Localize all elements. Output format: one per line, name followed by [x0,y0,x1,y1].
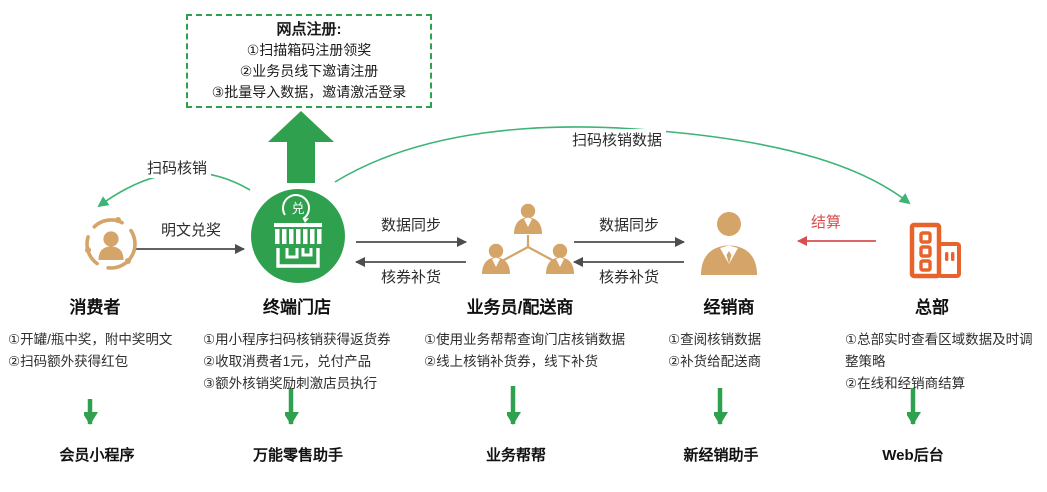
note-line: ①总部实时查看区域数据及时调整策略 [845,332,1033,369]
salesman-notes: ①使用业务帮帮查询门店核销数据 ②线上核销补货券，线下补货 [424,329,664,373]
consumer-icon [85,217,137,270]
store-badge-text: 兑 [291,201,304,216]
data-sync-left-label: 数据同步 [380,217,442,234]
verify-replenish-left-label: 核券补货 [380,269,442,286]
registration-item: ③批量导入数据，邀请激活登录 [211,84,407,100]
note-line: ①使用业务帮帮查询门店核销数据 [424,332,626,347]
note-line: ①用小程序扫码核销获得返货券 [203,332,391,347]
tool-label-member-miniprogram: 会员小程序 [59,447,135,464]
registration-box-title: 网点注册: [276,21,342,38]
scan-verify-data-label: 扫码核销数据 [567,129,667,150]
note-line: ①查阅核销数据 [668,332,762,347]
registration-item: ②业务员线下邀请注册 [239,63,379,79]
tool-label-new-dealer-assistant: 新经销助手 [683,447,759,464]
dealer-notes: ①查阅核销数据 ②补货给配送商 [668,329,828,373]
entity-name-store: 终端门店 [263,298,331,317]
hq-notes: ①总部实时查看区域数据及时调整策略 ②在线和经销商结算 [845,329,1043,395]
sales-team-icon [482,203,574,274]
dealer-icon [701,212,757,275]
tool-label-web-backend: Web后台 [882,447,944,464]
entity-name-consumer: 消费者 [69,298,121,317]
note-line: ①开罐/瓶中奖，附中奖明文 [8,332,173,347]
registration-box: 网点注册: ①扫描箱码注册领奖 ②业务员线下邀请注册 ③批量导入数据，邀请激活登… [186,14,432,108]
note-line: ②收取消费者1元，兑付产品 [203,354,372,369]
tool-label-retail-assistant: 万能零售助手 [252,447,344,464]
consumer-notes: ①开罐/瓶中奖，附中奖明文 ②扫码额外获得红包 [8,329,208,373]
storefront-icon: 兑 [251,189,345,283]
registration-item: ①扫描箱码注册领奖 [246,42,372,58]
scan-verify-label: 扫码核销 [142,157,212,178]
note-line: ②在线和经销商结算 [845,376,966,391]
note-line: ②补货给配送商 [668,354,762,369]
note-line: ②线上核销补货券，线下补货 [424,354,599,369]
entity-name-salesman: 业务员/配送商 [466,298,574,317]
up-arrow [268,111,334,183]
note-line: ③额外核销奖励刺激店员执行 [203,376,378,391]
verify-replenish-right-label: 核券补货 [598,269,660,286]
settle-label: 结算 [810,214,842,231]
plain-redeem-label: 明文兑奖 [160,222,222,239]
headquarters-icon [909,222,961,279]
data-sync-right-label: 数据同步 [598,217,660,234]
tool-label-yewubangbang: 业务帮帮 [485,447,547,464]
entity-name-hq: 总部 [915,298,949,317]
entity-name-dealer: 经销商 [703,298,755,317]
note-line: ②扫码额外获得红包 [8,354,129,369]
store-notes: ①用小程序扫码核销获得返货券 ②收取消费者1元，兑付产品 ③额外核销奖励刺激店员… [203,329,433,395]
